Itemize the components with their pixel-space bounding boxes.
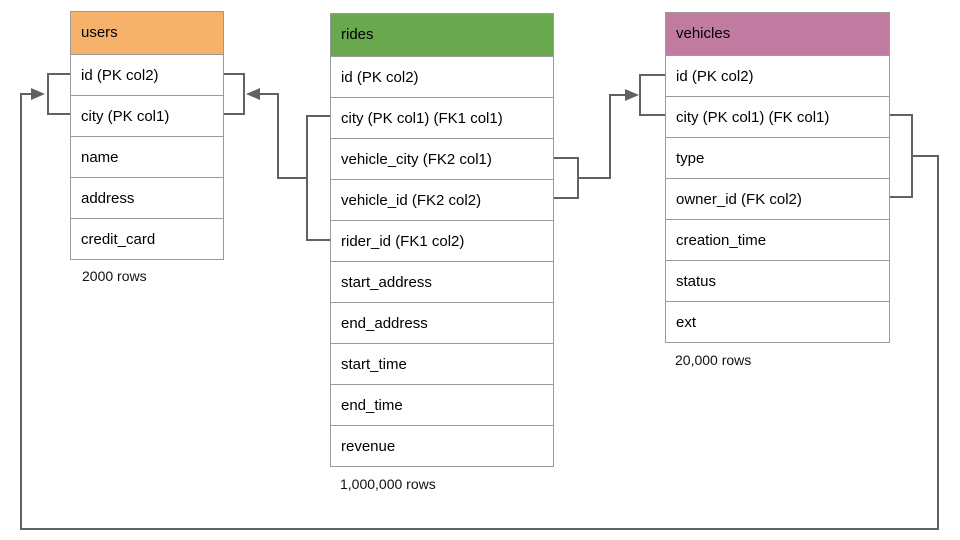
vehicles-row-status: status bbox=[666, 260, 889, 301]
table-header-users: users bbox=[71, 12, 223, 54]
vehicles-row-type: type bbox=[666, 137, 889, 178]
rides-row-revenue: revenue bbox=[331, 425, 553, 466]
vehicles-right-bracket bbox=[888, 114, 913, 198]
vehicles-row-ext: ext bbox=[666, 301, 889, 342]
arrowhead-icon bbox=[31, 88, 45, 100]
users-row-count: 2000 rows bbox=[82, 268, 147, 284]
rides-row-start-address: start_address bbox=[331, 261, 553, 302]
rides-row-count: 1,000,000 rows bbox=[340, 476, 436, 492]
vehicles-row-id: id (PK col2) bbox=[666, 55, 889, 96]
vehicles-row-creation-time: creation_time bbox=[666, 219, 889, 260]
fk-rides-vehicles-line bbox=[578, 94, 626, 179]
users-row-address: address bbox=[71, 177, 223, 218]
rides-row-vehicle-city: vehicle_city (FK2 col1) bbox=[331, 138, 553, 179]
users-row-id: id (PK col2) bbox=[71, 54, 223, 95]
table-users: users id (PK col2) city (PK col1) name a… bbox=[70, 11, 224, 260]
arrowhead-icon bbox=[246, 88, 260, 100]
rides-row-end-address: end_address bbox=[331, 302, 553, 343]
fk-rides-users-line bbox=[259, 93, 307, 179]
rides-right-bracket bbox=[552, 157, 579, 199]
fk-vehicles-users-line bbox=[20, 93, 939, 530]
table-header-vehicles: vehicles bbox=[666, 13, 889, 55]
users-row-name: name bbox=[71, 136, 223, 177]
arrowhead-icon bbox=[625, 89, 639, 101]
rides-row-rider-id: rider_id (FK1 col2) bbox=[331, 220, 553, 261]
vehicles-row-count: 20,000 rows bbox=[675, 352, 752, 368]
vehicles-left-bracket bbox=[639, 74, 665, 116]
rides-row-end-time: end_time bbox=[331, 384, 553, 425]
vehicles-row-city: city (PK col1) (FK col1) bbox=[666, 96, 889, 137]
table-vehicles: vehicles id (PK col2) city (PK col1) (FK… bbox=[665, 12, 890, 343]
table-header-rides: rides bbox=[331, 14, 553, 56]
users-right-bracket bbox=[222, 73, 245, 115]
users-row-city: city (PK col1) bbox=[71, 95, 223, 136]
rides-row-city: city (PK col1) (FK1 col1) bbox=[331, 97, 553, 138]
vehicles-row-owner-id: owner_id (FK col2) bbox=[666, 178, 889, 219]
rides-row-vehicle-id: vehicle_id (FK2 col2) bbox=[331, 179, 553, 220]
table-rides: rides id (PK col2) city (PK col1) (FK1 c… bbox=[330, 13, 554, 467]
rides-left-bracket bbox=[306, 115, 330, 241]
users-left-bracket bbox=[47, 73, 71, 115]
rides-row-id: id (PK col2) bbox=[331, 56, 553, 97]
users-row-credit-card: credit_card bbox=[71, 218, 223, 259]
rides-row-start-time: start_time bbox=[331, 343, 553, 384]
